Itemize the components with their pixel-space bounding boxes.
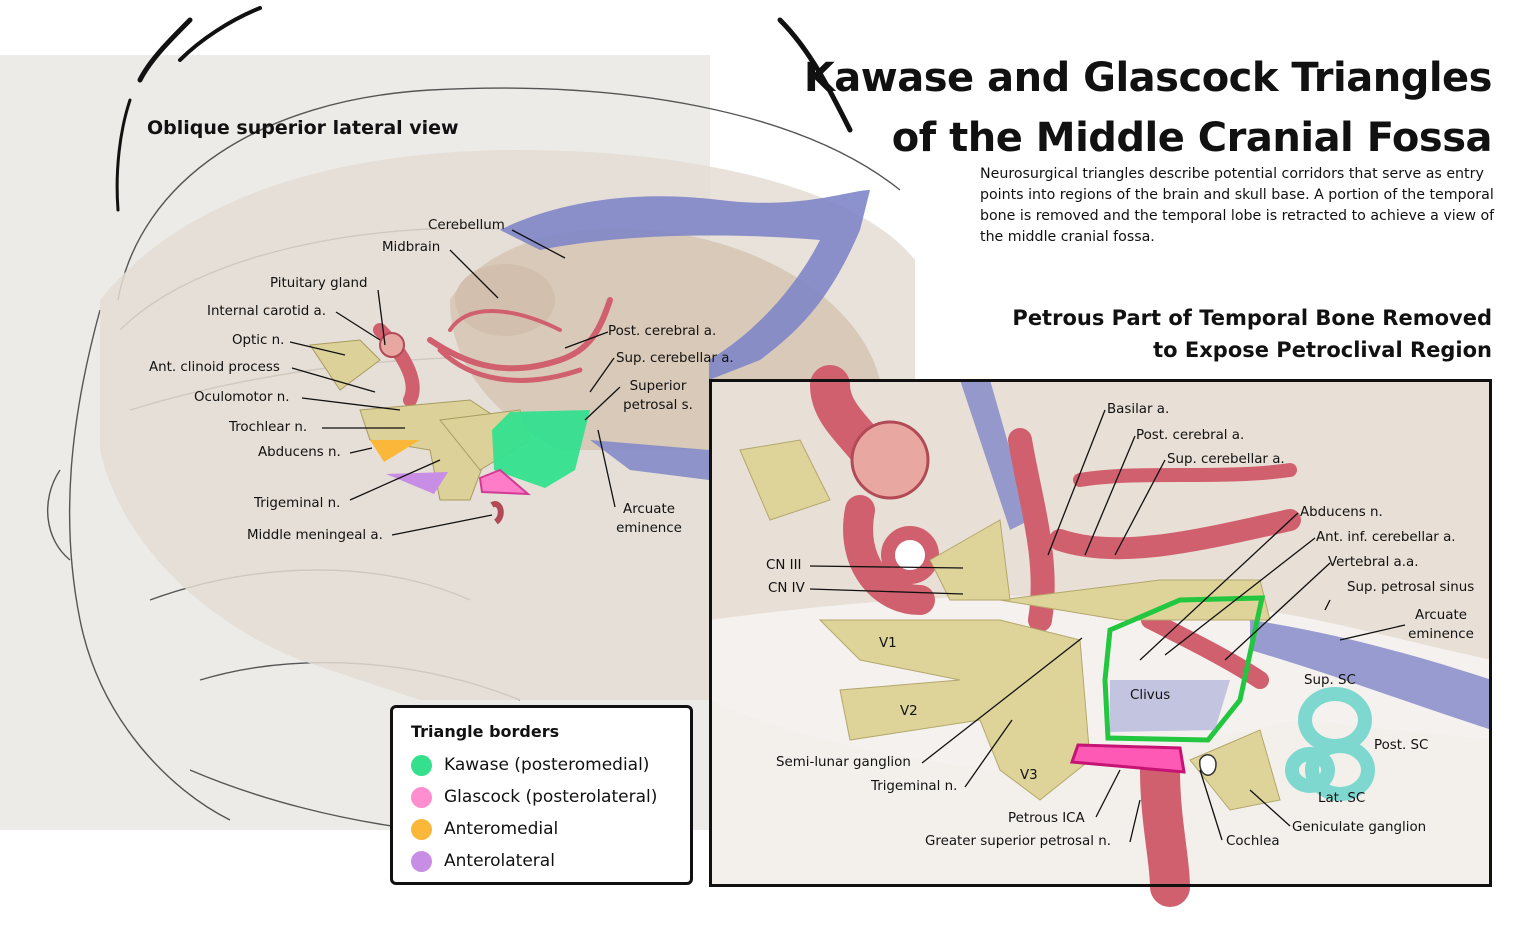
inset-heading-line-1: Petrous Part of Temporal Bone Removed — [1012, 306, 1492, 330]
inset-heading-line-2: to Expose Petroclival Region — [1153, 338, 1492, 362]
legend-title: Triangle borders — [411, 722, 560, 741]
cerebellum-shape — [450, 228, 880, 450]
label-arcuate-main-line-2: eminence — [616, 521, 682, 536]
label-lat-sc: Lat. SC — [1318, 791, 1366, 806]
legend-swatch-anterolateral — [411, 850, 432, 872]
label-pituitary-gland: Pituitary gland — [270, 276, 368, 291]
legend-label-glascock: Glascock (posterolateral) — [444, 787, 658, 807]
label-cn3: CN III — [766, 558, 802, 573]
label-v2: V2 — [900, 704, 918, 719]
label-ant-clinoid: Ant. clinoid process — [149, 360, 280, 375]
kawase-triangle-inset — [1102, 595, 1266, 743]
label-cerebellum: Cerebellum — [428, 218, 505, 233]
label-arcuate-inset-line-1: Arcuate — [1415, 608, 1467, 623]
label-superior-petrosal-line-1: Superior — [629, 379, 687, 394]
legend-label-kawase: Kawase (posteromedial) — [444, 755, 650, 775]
label-optic-nerve: Optic n. — [232, 333, 285, 348]
description-text: Neurosurgical triangles describe potenti… — [980, 166, 1495, 245]
label-post-sc: Post. SC — [1374, 738, 1429, 753]
legend-swatch-glascock — [411, 786, 432, 808]
inset-pituitary — [850, 420, 930, 500]
label-greater-superior-petrosal: Greater superior petrosal n. — [925, 834, 1111, 849]
label-v3: V3 — [1020, 768, 1038, 783]
leader-lines-main — [289, 229, 621, 536]
label-vertebral: Vertebral a.a. — [1328, 555, 1419, 570]
label-trigeminal: Trigeminal n. — [254, 496, 341, 511]
label-arcuate-main-line-1: Arcuate — [623, 502, 675, 517]
label-basilar: Basilar a. — [1107, 402, 1170, 417]
legend-item-anteromedial: Anteromedial — [411, 813, 672, 845]
legend-item-glascock: Glascock (posterolateral) — [411, 781, 672, 813]
inset-ica-cut — [881, 526, 939, 584]
sinus-band — [500, 190, 870, 380]
label-post-cerebral: Post. cerebral a. — [608, 324, 717, 339]
legend-swatch-kawase — [411, 754, 432, 776]
kawase-triangle-main — [492, 410, 590, 488]
label-sup-cerebellar: Sup. cerebellar a. — [616, 351, 734, 366]
legend-swatch-anteromedial — [411, 818, 432, 840]
cochlea-shape — [1199, 754, 1217, 776]
clivus-shape — [1110, 680, 1230, 732]
inset-nerves — [739, 439, 1281, 811]
label-arcuate-inset-line-2: eminence — [1408, 627, 1474, 642]
inset-arteries — [810, 365, 1301, 907]
semicircular-canals — [1285, 687, 1375, 801]
label-trochlear: Trochlear n. — [229, 420, 308, 435]
label-superior-petrosal: Superior petrosal s. — [622, 379, 694, 414]
inset-sinus — [1250, 620, 1492, 730]
inset-sinus-upper — [960, 380, 1030, 530]
label-inset-trigeminal: Trigeminal n. — [871, 779, 958, 794]
label-arcuate-eminence-main: Arcuate eminence — [612, 502, 686, 537]
midbrain-shape — [455, 264, 555, 336]
brush-strokes — [115, 6, 853, 212]
inset-heading: Petrous Part of Temporal Bone Removed to… — [932, 302, 1492, 366]
label-oculomotor: Oculomotor n. — [194, 390, 290, 405]
legend-label-anteromedial: Anteromedial — [444, 819, 559, 839]
label-geniculate-ganglion: Geniculate ganglion — [1292, 820, 1427, 835]
label-inset-sup-cerebellar: Sup. cerebellar a. — [1167, 452, 1285, 467]
title-line-1: Kawase and Glascock Triangles — [803, 55, 1493, 101]
label-v1: V1 — [879, 636, 897, 651]
label-petrous-ica: Petrous ICA — [1008, 811, 1085, 826]
legend-item-anterolateral: Anterolateral — [411, 845, 672, 877]
label-internal-carotid: Internal carotid a. — [207, 304, 327, 319]
middle-meningeal-shape — [490, 501, 504, 525]
inset-lower-bone — [709, 700, 1492, 887]
label-abducens: Abducens n. — [258, 445, 341, 460]
label-cn4: CN IV — [768, 581, 805, 596]
leader-lines-inset — [809, 409, 1406, 843]
sinus-band-lower — [590, 440, 709, 480]
label-cochlea: Cochlea — [1226, 834, 1280, 849]
glascock-triangle-main — [478, 468, 531, 496]
legend-label-anterolateral: Anterolateral — [444, 851, 555, 871]
label-ant-inf-cerebellar: Ant. inf. cerebellar a. — [1316, 530, 1456, 545]
page-title: Kawase and Glascock Triangles of the Mid… — [732, 48, 1493, 168]
anteromedial-triangle-main — [370, 440, 420, 462]
nerves-main — [309, 339, 531, 501]
label-semilunar-ganglion: Semi-lunar ganglion — [776, 755, 911, 770]
title-line-2: of the Middle Cranial Fossa — [891, 115, 1493, 161]
pituitary-shape — [379, 332, 405, 358]
label-inset-post-cerebral: Post. cerebral a. — [1136, 428, 1245, 443]
legend: Triangle borders Kawase (posteromedial) … — [390, 705, 693, 885]
view-label: Oblique superior lateral view — [147, 117, 459, 139]
label-sup-sc: Sup. SC — [1304, 673, 1356, 688]
label-midbrain: Midbrain — [382, 240, 441, 255]
legend-item-kawase: Kawase (posteromedial) — [411, 749, 672, 781]
glascock-triangle-inset — [1069, 743, 1186, 774]
label-middle-meningeal: Middle meningeal a. — [247, 528, 383, 543]
label-inset-abducens: Abducens n. — [1300, 505, 1383, 520]
label-clivus: Clivus — [1130, 688, 1171, 703]
label-superior-petrosal-line-2: petrosal s. — [623, 398, 693, 413]
label-arcuate-eminence-inset: Arcuate eminence — [1400, 608, 1482, 643]
label-sup-petrosal-sinus: Sup. petrosal sinus — [1347, 580, 1475, 595]
